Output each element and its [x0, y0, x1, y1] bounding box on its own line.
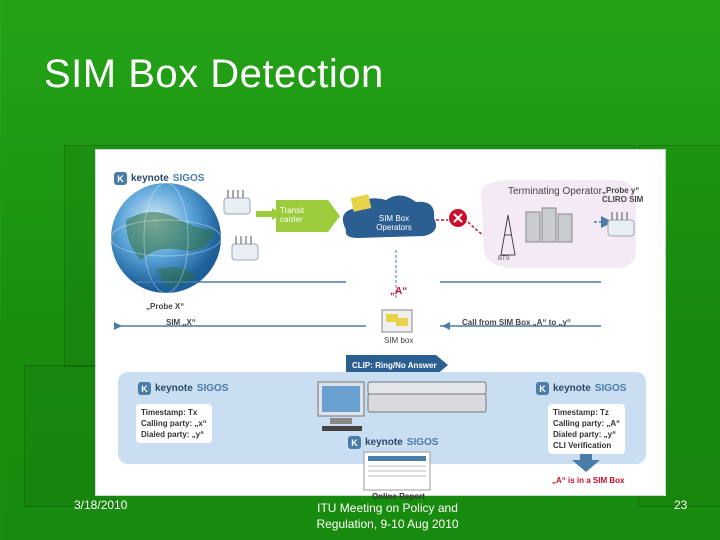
a-in-sim-box-label: „A“ is in a SIM Box — [552, 476, 625, 485]
globe-icon — [110, 182, 222, 294]
keynote-sigos-logo: K keynote SIGOS — [138, 382, 228, 395]
sim-box-detection-diagram: K keynote SIGOS Transit carrier SIM Box … — [96, 150, 665, 501]
footer-event-line2: Regulation, 9-10 Aug 2010 — [316, 517, 459, 531]
clip-arrow — [346, 355, 448, 375]
cliro-sim-label: CLIRO SIM — [602, 195, 644, 204]
left-calling-party: Calling party: „x“ — [141, 419, 207, 428]
transit-carrier-arrow — [276, 200, 340, 232]
keynote-logo-icon: K — [114, 172, 127, 185]
sim-box-operators-label: SIM Box Operators — [376, 214, 412, 232]
sim-x-label: SIM „X“ — [166, 318, 196, 327]
call-from-sim-box-label: Call from SIM Box „A“ to „y“ — [462, 318, 571, 327]
probe-x-label: „Probe X“ — [146, 302, 185, 311]
bts-tower-icon — [500, 214, 516, 256]
caller-a-label: „A“ — [390, 286, 408, 297]
right-dialed-party: Dialed party: „y“ — [553, 430, 617, 439]
keynote-logo-icon: K — [138, 382, 151, 395]
server-rack-icon — [525, 207, 573, 243]
transit-carrier-label: Transit carrier — [280, 206, 305, 224]
blocked-route-icon — [449, 209, 467, 227]
page-number: 23 — [674, 498, 688, 512]
right-cli-verification: CLI Verification — [553, 441, 612, 450]
terminating-operator-label: Terminating Operator — [508, 186, 602, 197]
footer-date: 3/18/2010 — [74, 498, 128, 512]
keynote-sigos-logo: K keynote SIGOS — [348, 436, 438, 449]
slide-title: SIM Box Detection — [44, 52, 384, 96]
sim-box-operators-cloud — [342, 194, 437, 238]
left-timestamp-box: Timestamp: Tx Calling party: „x“ Dialed … — [136, 404, 212, 443]
sim-box-label: SIM box — [384, 336, 414, 345]
keynote-sigos-logo: K keynote SIGOS — [114, 172, 204, 185]
probe-y-label: „Probe y“ — [602, 186, 640, 195]
left-dialed-party: Dialed party: „y“ — [141, 430, 205, 439]
diagram-graphics — [110, 180, 646, 491]
keynote-sigos-logo: K keynote SIGOS — [536, 382, 626, 395]
clip-label: CLIP: Ring/No Answer — [352, 361, 437, 370]
sim-box-device-icon — [381, 309, 413, 333]
footer-event: ITU Meeting on Policy and Regulation, 9-… — [300, 500, 475, 532]
server-icon — [367, 381, 487, 413]
result-down-arrow — [572, 450, 600, 472]
online-report-label: Online Report — [372, 492, 425, 501]
online-report-icon — [363, 451, 431, 491]
right-calling-party: Calling party: „A“ — [553, 419, 621, 428]
detection-panel — [118, 372, 646, 464]
footer-event-line1: ITU Meeting on Policy and — [317, 501, 458, 515]
probe-device-icon — [223, 190, 251, 215]
bts-label: BTS — [498, 256, 510, 262]
right-timestamp-box: Timestamp: Tz Calling party: „A“ Dialed … — [548, 404, 626, 454]
computer-icon — [317, 381, 365, 431]
probe-device-icon — [607, 212, 635, 237]
keynote-logo-icon: K — [348, 436, 361, 449]
keynote-logo-icon: K — [536, 382, 549, 395]
left-timestamp: Timestamp: Tx — [141, 408, 198, 417]
probe-device-icon — [231, 236, 259, 261]
right-timestamp: Timestamp: Tz — [553, 408, 609, 417]
